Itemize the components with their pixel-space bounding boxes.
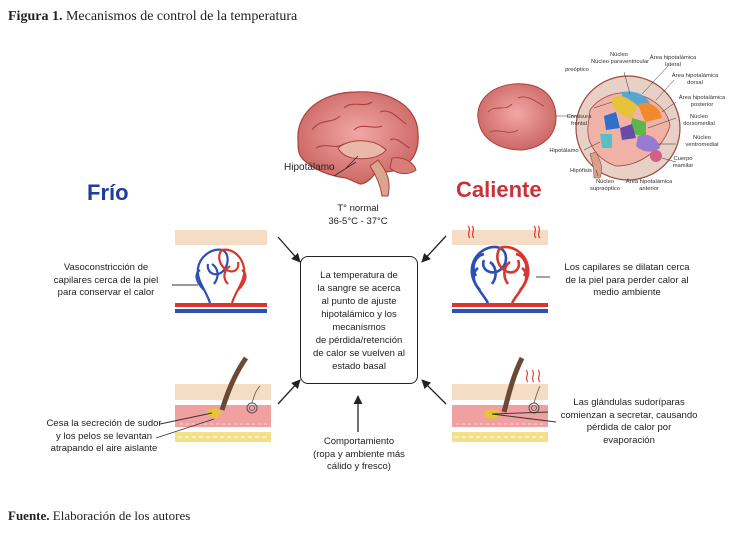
hypothalamus-detail-illustration [477,65,681,181]
hot-vasodilation-text: Los capilares se dilatan cerca de la pie… [564,262,690,298]
source-label: Fuente. [8,508,50,523]
flow-arrows [277,235,447,432]
figure-label: Figura 1. [8,9,63,24]
cold-heading: Frío [87,180,129,205]
label-paraventricular: Núcleo [609,52,629,58]
basal-state-text: La temperatura de la sangre se acerca al… [313,270,405,372]
figure-title-text: Mecanismos de control de la temperatura [62,9,298,24]
source-text: Elaboración de los autores [49,508,191,523]
label-preoptico: preóptico [565,67,589,73]
basal-state-box: La temperatura de la sangre se acerca al… [300,256,418,384]
hot-heading: Caliente [456,177,542,202]
cold-sweat-text: Cesa la secreción de sudor y los pelos s… [46,418,162,454]
cold-skin-section-illustration [175,356,271,442]
label-hipofisis: Hipófisis [570,168,592,174]
normal-temp-range: 36-5°C - 37°C [328,215,388,227]
figure-title: Figura 1. Mecanismos de control de la te… [8,9,297,25]
hot-skin-section-illustration [452,356,548,442]
cold-capillaries-illustration [175,230,267,313]
center-brain-illustration [297,91,419,197]
label-paraventricular-2: Núcleo paraventricular [590,59,649,65]
hypothalamus-label: Hipotálamo [284,162,335,173]
cold-vasoconstriction-text: Vasoconstricción de capilares cerca de l… [53,262,159,298]
hot-capillaries-illustration [452,225,548,313]
hot-sweat-text: Las glándulas sudoríparas comienzan a se… [560,397,698,446]
callout-lines [155,161,557,439]
normal-temp-label: T° normal [337,203,379,214]
behavior-text: Comportamiento (ropa y ambiente más cáli… [313,436,405,472]
label-hipotalamo-detail: Hipotálamo [549,148,579,154]
normal-temperature: T° normal 36-5°C - 37°C [318,203,398,228]
source-note: Fuente. Elaboración de los autores [8,508,190,524]
